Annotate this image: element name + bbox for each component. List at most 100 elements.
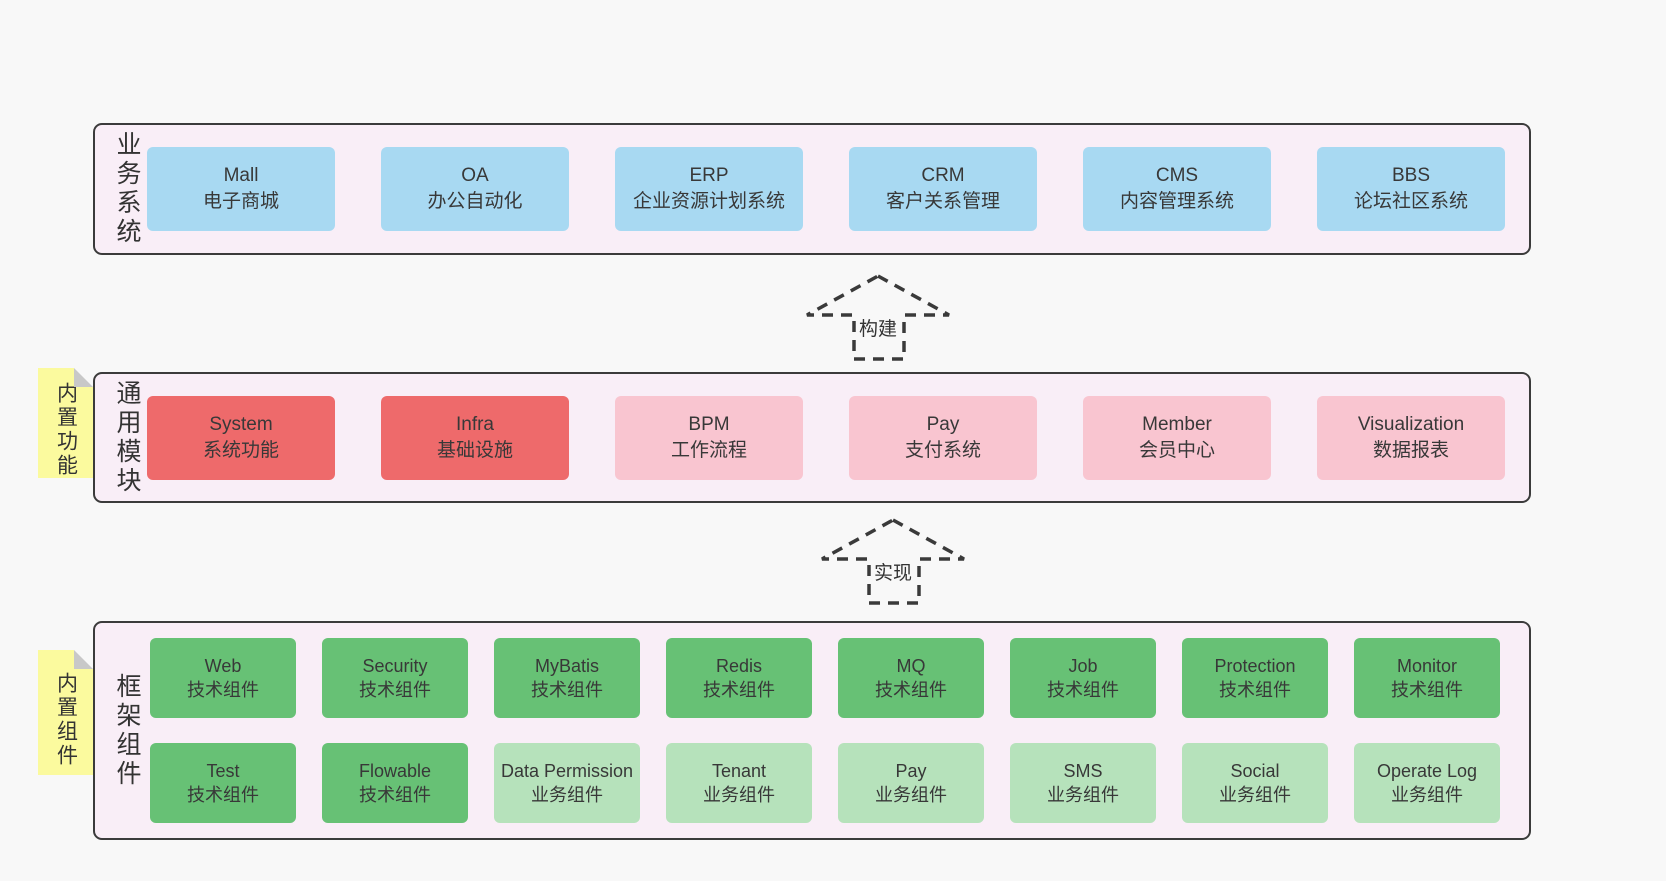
box-member-name: Member [1142,413,1212,435]
box-member: Member 会员中心 [1083,395,1271,480]
box-pay-module-name: Pay [926,413,960,435]
implement-arrow-label: 实现 [870,558,916,585]
box-test-desc: 技术组件 [187,785,259,805]
framework-components-layer: 框架组件 Web 技术组件 Security 技术组件 MyBatis 技术组件… [93,621,1531,840]
box-bpm-name: BPM [688,413,730,435]
box-sms-desc: 业务组件 [1047,785,1119,805]
box-test-name: Test [206,761,240,781]
box-web-name: Web [204,656,242,676]
box-infra-desc: 基础设施 [436,439,513,461]
box-flowable: Flowable 技术组件 [322,743,468,823]
box-redis-desc: 技术组件 [703,680,775,700]
box-mybatis-desc: 技术组件 [531,680,603,700]
box-sms-name: SMS [1063,761,1103,781]
box-data-permission-desc: 业务组件 [531,785,603,805]
builtin-components-note: 内置组件 [38,650,93,775]
box-bpm: BPM 工作流程 [615,395,803,480]
box-crm-name: CRM [921,165,965,186]
box-social: Social 业务组件 [1182,743,1328,823]
box-system: System 系统功能 [147,395,335,480]
box-sms: SMS 业务组件 [1010,743,1156,823]
box-visualization: Visualization 数据报表 [1317,395,1505,480]
box-pay-module-desc: 支付系统 [904,439,981,461]
box-flowable-desc: 技术组件 [359,785,431,805]
box-mq-desc: 技术组件 [875,680,947,700]
box-web: Web 技术组件 [150,638,296,718]
box-bpm-desc: 工作流程 [670,439,747,461]
box-social-name: Social [1230,761,1280,781]
box-system-desc: 系统功能 [202,439,279,461]
box-erp-name: ERP [689,165,729,186]
box-protection: Protection 技术组件 [1182,638,1328,718]
box-bbs: BBS 论坛社区系统 [1317,147,1505,231]
common-modules-row: System 系统功能 Infra 基础设施 BPM 工作流程 Pay 支付系统… [95,395,1529,480]
box-crm-desc: 客户关系管理 [885,191,1000,212]
box-job: Job 技术组件 [1010,638,1156,718]
builtin-components-note-label: 内置组件 [54,671,78,768]
builtin-features-note: 内置功能 [38,368,93,478]
box-pay-module: Pay 支付系统 [849,395,1037,480]
box-oa-desc: 办公自动化 [427,191,523,212]
box-oa-name: OA [461,165,489,186]
box-mall-desc: 电子商城 [202,191,279,212]
box-tenant-name: Tenant [711,761,767,781]
box-pay-component-name: Pay [895,761,927,781]
box-crm: CRM 客户关系管理 [849,147,1037,231]
folded-corner-icon [74,368,93,387]
box-cms-name: CMS [1155,165,1199,186]
box-pay-component: Pay 业务组件 [838,743,984,823]
implement-arrow-icon: 实现 [815,514,971,610]
box-mq-name: MQ [896,656,926,676]
box-flowable-name: Flowable [358,761,432,781]
box-job-desc: 技术组件 [1047,680,1119,700]
box-test: Test 技术组件 [150,743,296,823]
box-visualization-name: Visualization [1357,413,1465,435]
up-arrow-outline-icon [821,518,965,605]
builtin-features-note-label: 内置功能 [54,382,78,478]
box-security: Security 技术组件 [322,638,468,718]
box-monitor-name: Monitor [1396,656,1458,676]
box-social-desc: 业务组件 [1219,785,1291,805]
box-erp: ERP 企业资源计划系统 [615,147,803,231]
box-monitor: Monitor 技术组件 [1354,638,1500,718]
box-monitor-desc: 技术组件 [1391,680,1463,700]
box-protection-name: Protection [1214,656,1296,676]
box-erp-desc: 企业资源计划系统 [632,191,785,212]
box-tenant-desc: 业务组件 [703,785,775,805]
box-visualization-desc: 数据报表 [1372,439,1449,461]
box-oa: OA 办公自动化 [381,147,569,231]
box-tenant: Tenant 业务组件 [666,743,812,823]
box-redis: Redis 技术组件 [666,638,812,718]
box-operate-log-name: Operate Log [1376,761,1478,781]
business-systems-label: 业务系统 [113,131,141,247]
box-infra-name: Infra [455,413,495,435]
box-pay-component-desc: 业务组件 [875,785,947,805]
box-bbs-name: BBS [1391,165,1431,186]
box-redis-name: Redis [715,656,763,676]
box-security-desc: 技术组件 [359,680,431,700]
biz-components-row: Test 技术组件 Flowable 技术组件 Data Permission … [95,743,1529,823]
box-web-desc: 技术组件 [187,680,259,700]
box-bbs-desc: 论坛社区系统 [1353,191,1468,212]
build-arrow-icon: 构建 [800,270,956,366]
box-security-name: Security [362,656,428,676]
up-arrow-outline-icon [806,274,950,361]
box-mybatis-name: MyBatis [534,656,599,676]
box-mall: Mall 电子商城 [147,147,335,231]
business-systems-layer: 业务系统 Mall 电子商城 OA 办公自动化 ERP 企业资源计划系统 CRM… [93,123,1531,255]
common-modules-layer: 通用模块 System 系统功能 Infra 基础设施 BPM 工作流程 Pay… [93,372,1531,503]
box-system-name: System [209,413,273,435]
box-data-permission-name: Data Permission [500,761,634,781]
box-cms-desc: 内容管理系统 [1119,191,1234,212]
box-data-permission: Data Permission 业务组件 [494,743,640,823]
box-mall-name: Mall [223,165,259,186]
box-cms: CMS 内容管理系统 [1083,147,1271,231]
box-mq: MQ 技术组件 [838,638,984,718]
common-modules-label: 通用模块 [113,379,141,496]
box-job-name: Job [1068,656,1098,676]
business-systems-row: Mall 电子商城 OA 办公自动化 ERP 企业资源计划系统 CRM 客户关系… [95,147,1529,231]
box-operate-log: Operate Log 业务组件 [1354,743,1500,823]
folded-corner-icon [74,650,93,669]
box-member-desc: 会员中心 [1138,439,1215,461]
box-protection-desc: 技术组件 [1219,680,1291,700]
